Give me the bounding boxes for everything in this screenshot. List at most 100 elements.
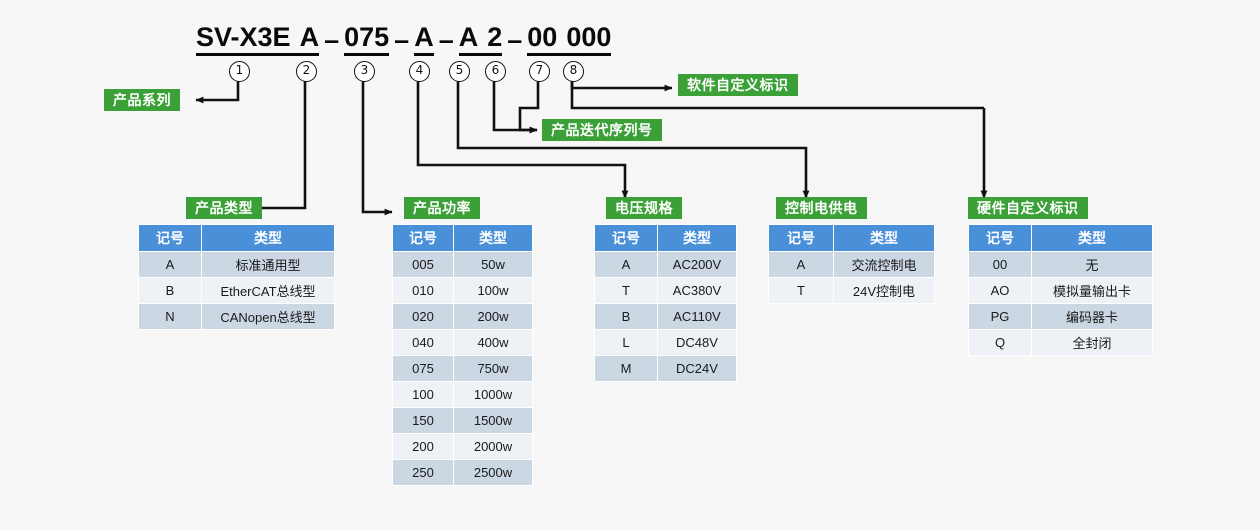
cell-code: 020 — [392, 303, 454, 330]
code-segment-4: A — [414, 22, 434, 56]
label-product-series: 产品系列 — [104, 89, 180, 111]
column-header-code: 记号 — [594, 224, 658, 252]
cell-type: 2500w — [453, 459, 533, 486]
cell-code: 200 — [392, 433, 454, 460]
marker-1: 1 — [229, 61, 250, 82]
column-header-type: 类型 — [453, 224, 533, 252]
cell-code: A — [138, 251, 202, 278]
table-header-row: 记号 类型 — [594, 224, 737, 252]
marker-5: 5 — [449, 61, 470, 82]
cell-code: A — [594, 251, 658, 278]
marker-3: 3 — [354, 61, 375, 82]
cell-type: 100w — [453, 277, 533, 304]
column-header-type: 类型 — [201, 224, 335, 252]
cell-type: 24V控制电 — [833, 277, 935, 304]
cell-type: CANopen总线型 — [201, 303, 335, 330]
marker-2: 2 — [296, 61, 317, 82]
cell-type: AC200V — [657, 251, 737, 278]
cell-code: 040 — [392, 329, 454, 356]
table-header-row: 记号 类型 — [968, 224, 1153, 252]
cell-type: DC24V — [657, 355, 737, 382]
label-software-id: 软件自定义标识 — [678, 74, 798, 96]
cell-code: 010 — [392, 277, 454, 304]
code-segment-3: 075 — [344, 22, 390, 56]
label-voltage-spec: 电压规格 — [606, 197, 682, 219]
code-segment-7: 00 — [527, 22, 558, 56]
cell-code: M — [594, 355, 658, 382]
cell-type: 全封闭 — [1031, 329, 1153, 356]
cell-type: 2000w — [453, 433, 533, 460]
cell-code: T — [768, 277, 834, 304]
code-segment-5: A — [458, 22, 479, 56]
code-segment-8: 000 — [557, 22, 612, 56]
code-segment-1: SV-X3E — [196, 22, 291, 56]
cell-code: 00 — [968, 251, 1032, 278]
column-header-type: 类型 — [1031, 224, 1153, 252]
marker-4: 4 — [409, 61, 430, 82]
cell-code: B — [138, 277, 202, 304]
code-dash-4: – — [507, 25, 523, 55]
label-product-power: 产品功率 — [404, 197, 480, 219]
cell-type: 标准通用型 — [201, 251, 335, 278]
cell-code: A — [768, 251, 834, 278]
cell-code: Q — [968, 329, 1032, 356]
label-iteration-serial: 产品迭代序列号 — [542, 119, 662, 141]
column-header-type: 类型 — [833, 224, 935, 252]
code-segment-6: 2 — [478, 22, 503, 56]
table-header-row: 记号 类型 — [138, 224, 335, 252]
cell-code: AO — [968, 277, 1032, 304]
cell-type: 750w — [453, 355, 533, 382]
cell-type: EtherCAT总线型 — [201, 277, 335, 304]
column-header-code: 记号 — [968, 224, 1032, 252]
cell-type: AC380V — [657, 277, 737, 304]
cell-type: 1000w — [453, 381, 533, 408]
cell-type: 无 — [1031, 251, 1153, 278]
cell-type: 模拟量输出卡 — [1031, 277, 1153, 304]
marker-6: 6 — [485, 61, 506, 82]
cell-type: 编码器卡 — [1031, 303, 1153, 330]
cell-code: B — [594, 303, 658, 330]
cell-code: 250 — [392, 459, 454, 486]
code-dash-3: – — [438, 25, 454, 55]
cell-type: 50w — [453, 251, 533, 278]
code-dash-1: – — [324, 25, 340, 55]
cell-type: 交流控制电 — [833, 251, 935, 278]
label-control-power: 控制电供电 — [776, 197, 867, 219]
cell-type: DC48V — [657, 329, 737, 356]
model-code: SV-X3E A – 075 – A – A 2 – 00 000 — [196, 22, 612, 56]
cell-type: 1500w — [453, 407, 533, 434]
cell-type: AC110V — [657, 303, 737, 330]
cell-code: L — [594, 329, 658, 356]
cell-type: 400w — [453, 329, 533, 356]
cell-code: T — [594, 277, 658, 304]
column-header-code: 记号 — [138, 224, 202, 252]
table-header-row: 记号 类型 — [392, 224, 533, 252]
cell-type: 200w — [453, 303, 533, 330]
